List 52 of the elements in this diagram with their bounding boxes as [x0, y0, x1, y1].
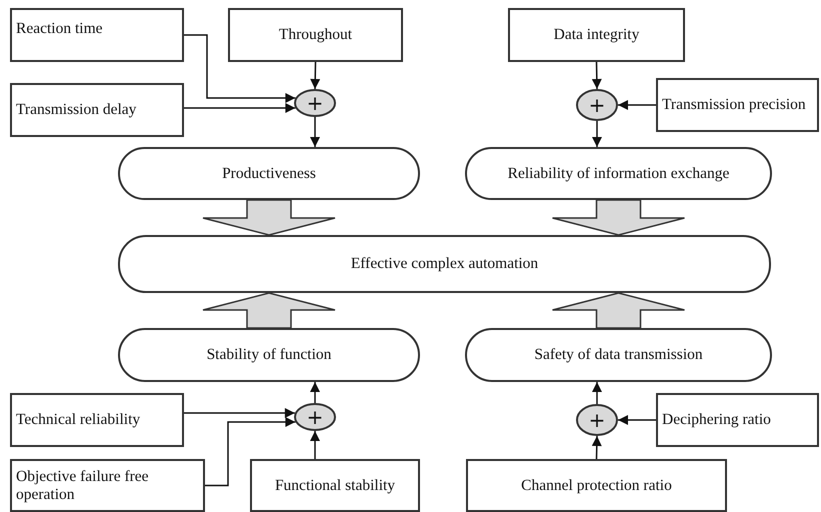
node-label: Transmission delay	[16, 101, 136, 119]
text-box	[508, 8, 685, 62]
text-box	[656, 78, 819, 132]
arrow	[592, 121, 602, 147]
rounded-box	[465, 328, 772, 382]
arrow	[184, 103, 296, 113]
text-box	[10, 459, 205, 512]
block-arrow	[202, 199, 336, 236]
plus-sign: +	[306, 92, 324, 114]
arrow	[310, 382, 320, 403]
node-label: Objective failure free operation	[16, 468, 150, 503]
node-label: Deciphering ratio	[662, 411, 771, 429]
block-arrow	[552, 199, 686, 236]
rounded-box	[465, 147, 772, 200]
arrow	[310, 431, 320, 459]
text-box	[10, 83, 184, 137]
node-label: Throughout	[278, 26, 352, 44]
arrow	[205, 417, 296, 486]
arrow	[184, 34, 296, 103]
plus-sign: +	[588, 409, 606, 431]
arrow	[310, 117, 320, 147]
plus-sign: +	[306, 406, 324, 428]
text-box	[250, 459, 420, 512]
rounded-box	[118, 235, 771, 293]
arrow	[618, 100, 656, 110]
arrow	[592, 436, 602, 460]
rounded-box	[118, 147, 420, 200]
node-label: Transmission precision	[662, 96, 806, 114]
plus-sign: +	[588, 94, 606, 116]
arrow	[310, 62, 320, 90]
rounded-box	[118, 328, 420, 382]
node-label: Channel protection ratio	[521, 476, 672, 494]
node-label: Reliability of information exchange	[508, 164, 730, 182]
block-arrow	[202, 292, 336, 329]
text-box	[10, 8, 184, 62]
arrow	[618, 415, 656, 425]
text-box	[10, 393, 184, 447]
node-label: Stability of function	[206, 346, 332, 364]
arrow	[592, 382, 602, 404]
node-label: Reaction time	[16, 20, 103, 38]
node-label: Productiveness	[222, 164, 316, 182]
arrow	[184, 408, 295, 418]
node-label: Safety of data transmission	[534, 346, 703, 364]
node-label: Effective complex automation	[350, 255, 538, 273]
node-label: Technical reliability	[16, 411, 140, 429]
text-box	[228, 8, 403, 62]
node-label: Data integrity	[554, 26, 640, 44]
arrow	[592, 62, 602, 90]
block-arrow	[552, 292, 686, 329]
text-box	[466, 459, 727, 512]
text-box	[656, 393, 819, 447]
node-label: Functional stability	[274, 476, 396, 494]
